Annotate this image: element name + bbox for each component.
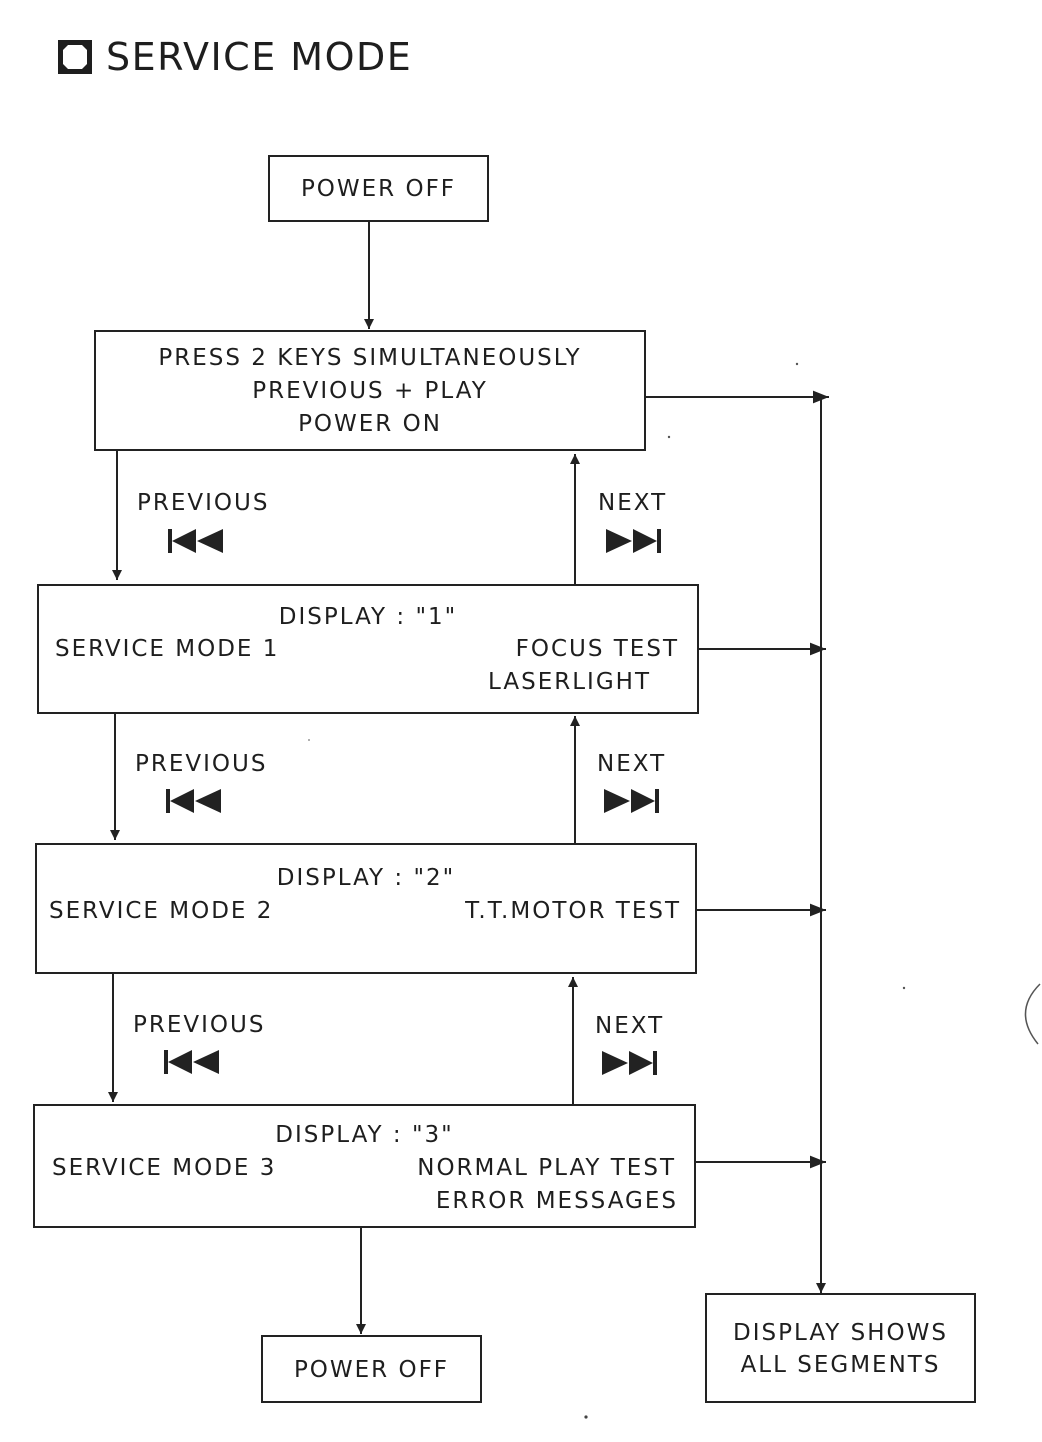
skip-previous-icon (164, 1050, 219, 1074)
mode-1-name: SERVICE MODE 1 (55, 636, 280, 662)
entry-line-2: PREVIOUS + PLAY (252, 378, 488, 404)
skip-next-icon (606, 529, 661, 553)
square-emblem-icon (58, 40, 92, 74)
mode-3-test-2: ERROR MESSAGES (435, 1188, 678, 1214)
all-segments-line-2: ALL SEGMENTS (740, 1352, 941, 1378)
start-power-off-box: POWER OFF (268, 155, 489, 222)
end-power-off-label: POWER OFF (293, 1357, 450, 1383)
mode-2-name: SERVICE MODE 2 (49, 898, 274, 924)
previous-label-3: PREVIOUS (133, 1012, 266, 1038)
speck (584, 1415, 588, 1419)
mode-1-test-2: LASERLIGHT (488, 669, 651, 695)
previous-label-1: PREVIOUS (137, 490, 270, 516)
skip-previous-icon (168, 529, 223, 553)
speck (795, 362, 799, 366)
skip-previous-icon (166, 789, 221, 813)
service-mode-3-box: DISPLAY : "3" SERVICE MODE 3 NORMAL PLAY… (33, 1104, 696, 1228)
page-title: SERVICE MODE (58, 38, 412, 76)
mode-2-display: DISPLAY : "2" (276, 865, 456, 891)
all-segments-box: DISPLAY SHOWS ALL SEGMENTS (705, 1293, 976, 1403)
mode-1-display: DISPLAY : "1" (278, 604, 458, 630)
skip-next-icon (602, 1051, 657, 1075)
entry-line-3: POWER ON (298, 411, 442, 437)
next-label-1: NEXT (598, 490, 668, 516)
speck (902, 986, 906, 990)
service-mode-1-box: DISPLAY : "1" SERVICE MODE 1 FOCUS TEST … (37, 584, 699, 714)
service-mode-2-box: DISPLAY : "2" SERVICE MODE 2 T.T.MOTOR T… (35, 843, 697, 974)
skip-next-icon (604, 789, 659, 813)
entry-line-1: PRESS 2 KEYS SIMULTANEOUSLY (158, 345, 582, 371)
mode-1-test-1: FOCUS TEST (515, 636, 679, 662)
entry-box: PRESS 2 KEYS SIMULTANEOUSLY PREVIOUS + P… (94, 330, 646, 451)
mode-3-display: DISPLAY : "3" (275, 1122, 454, 1148)
next-label-2: NEXT (597, 751, 667, 777)
speck (667, 435, 671, 439)
scan-mark (1024, 983, 1041, 1045)
mode-2-test-1: T.T.MOTOR TEST (465, 898, 681, 924)
start-power-off-label: POWER OFF (300, 176, 457, 202)
mode-3-test-1: NORMAL PLAY TEST (417, 1155, 676, 1181)
all-segments-line-1: DISPLAY SHOWS (733, 1320, 948, 1346)
mode-3-name: SERVICE MODE 3 (52, 1155, 277, 1181)
previous-label-2: PREVIOUS (135, 751, 268, 777)
next-label-3: NEXT (595, 1013, 665, 1039)
speck (308, 739, 310, 741)
end-power-off-box: POWER OFF (261, 1335, 482, 1403)
title-text: SERVICE MODE (106, 35, 413, 79)
